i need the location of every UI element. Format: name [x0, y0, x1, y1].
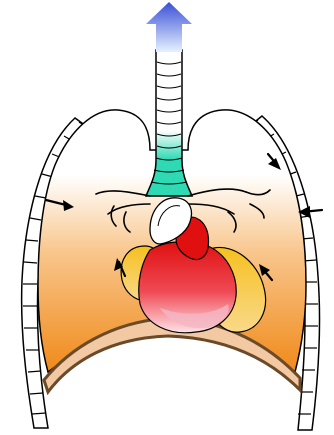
exhale-arrow-icon [146, 2, 192, 52]
